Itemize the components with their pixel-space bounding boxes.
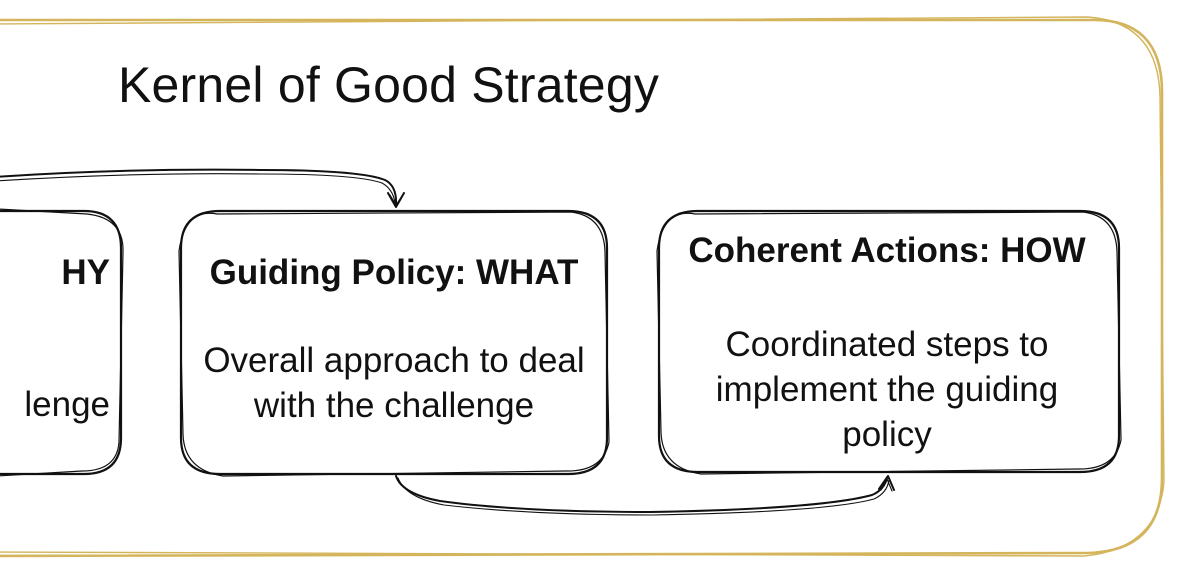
box-coherent-actions-description: Coordinated steps to implement the guidi… [715, 325, 1059, 454]
box-guiding-policy: Guiding Policy: WHAT Overall approach to… [184, 252, 604, 428]
box-guiding-policy-heading: Guiding Policy: WHAT [209, 253, 579, 292]
box-guiding-policy-description: Overall approach to deal with the challe… [203, 341, 585, 425]
box-guiding-policy-shape [178, 209, 610, 477]
arrow-guiding-policy-to-coherent-actions [395, 475, 895, 516]
box-diagnosis-shape [0, 208, 124, 477]
box-coherent-actions-shape [656, 209, 1122, 475]
box-diagnosis: HY lenge [0, 252, 110, 427]
diagram-title: Kernel of Good Strategy [118, 57, 660, 113]
box-diagnosis-heading: HY [61, 253, 110, 292]
box-coherent-actions: Coherent Actions: HOW Coordinated steps … [660, 230, 1114, 457]
arrow-diagnosis-to-guiding-policy [0, 168, 405, 208]
box-diagnosis-description: lenge [24, 385, 110, 424]
outer-frame [0, 16, 1165, 558]
box-coherent-actions-heading: Coherent Actions: HOW [688, 231, 1086, 270]
